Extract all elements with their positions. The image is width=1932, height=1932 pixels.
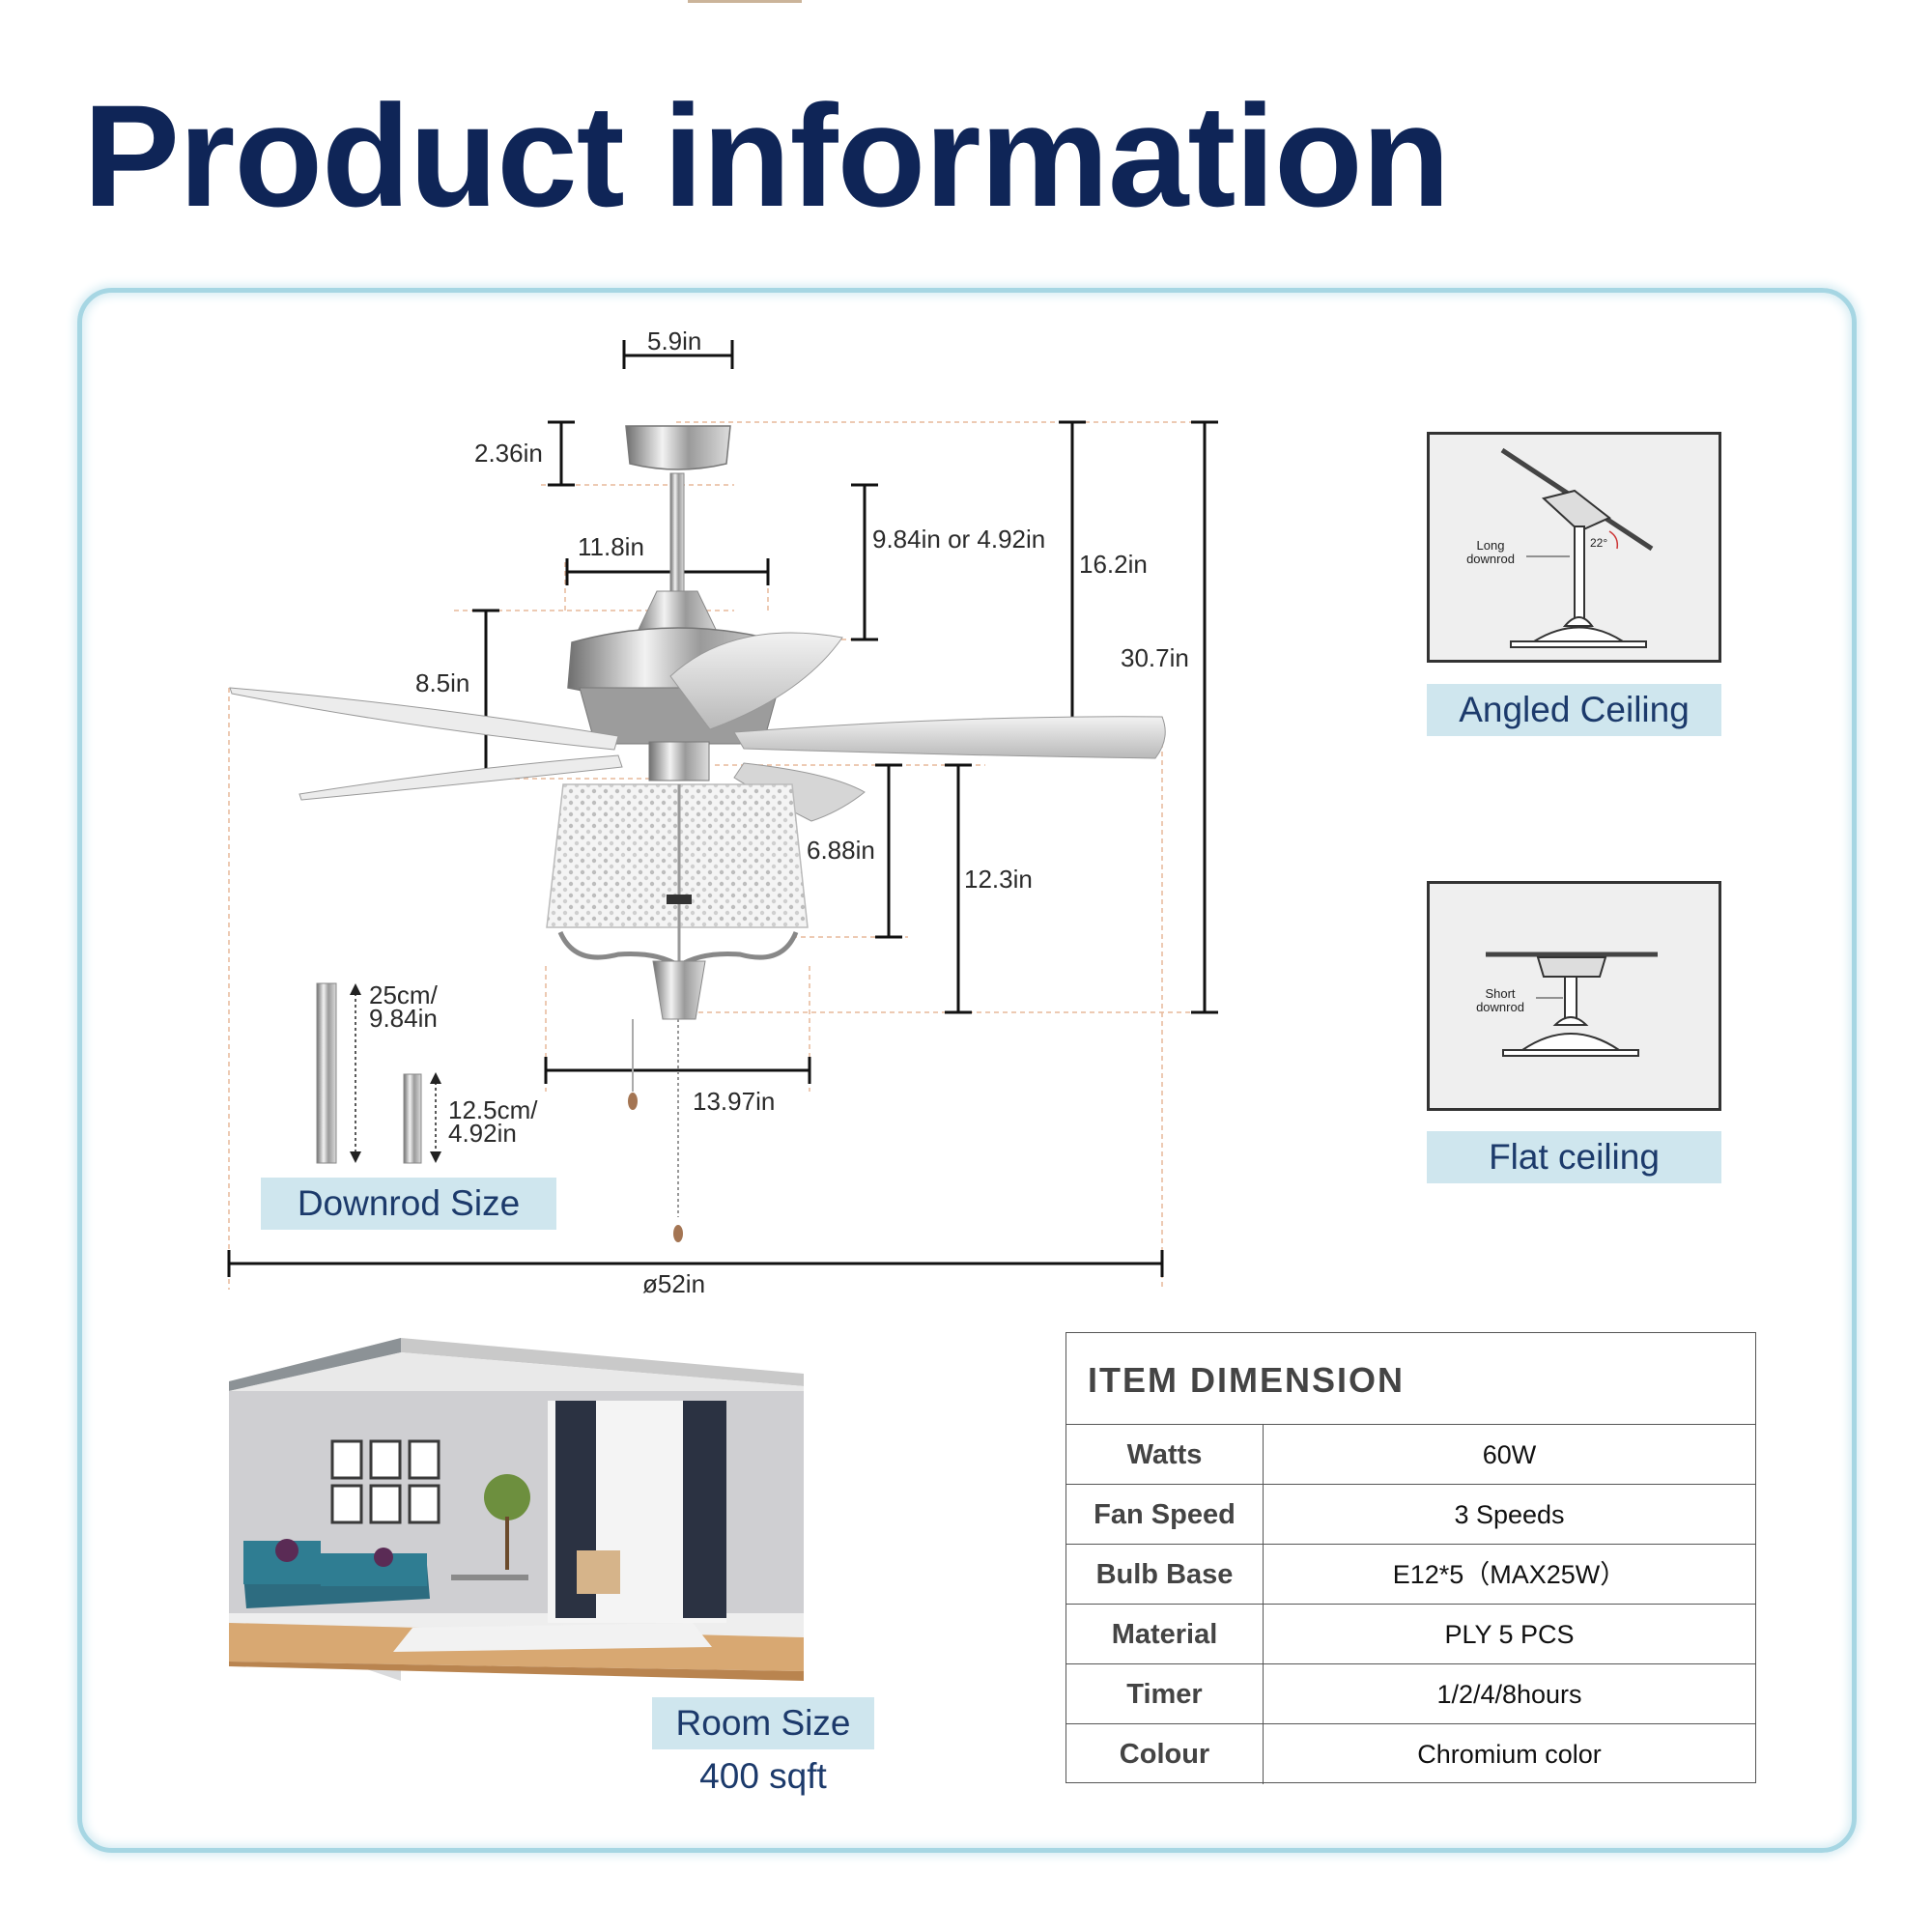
flat-ceiling-illustration: Short downrod — [1427, 881, 1721, 1111]
info-panel — [77, 288, 1857, 1853]
table-row: Material PLY 5 PCS — [1066, 1604, 1755, 1664]
angle-value: 22° — [1590, 536, 1608, 550]
dim-canopy-height: 2.36in — [474, 439, 543, 468]
downrod-long-cm: 25cm/ — [369, 980, 438, 1009]
table-row: Watts 60W — [1066, 1424, 1755, 1485]
dim-light-kit-height: 6.88in — [807, 836, 875, 865]
row-label: Timer — [1066, 1664, 1264, 1724]
downrod-long-in: 9.84in — [369, 1004, 438, 1033]
dim-ceiling-to-blade: 16.2in — [1079, 550, 1148, 579]
row-label: Watts — [1066, 1425, 1264, 1485]
downrod-short-in: 4.92in — [448, 1119, 517, 1148]
dim-blade-to-bottom: 12.3in — [964, 865, 1033, 894]
row-value: 1/2/4/8hours — [1436, 1680, 1582, 1709]
fan-illustration — [229, 425, 1166, 1242]
dim-overall-height: 30.7in — [1121, 643, 1189, 672]
table-row: Colour Chromium color — [1066, 1723, 1755, 1784]
dim-blade-span: ø52in — [642, 1269, 706, 1298]
page-title: Product information — [83, 74, 1450, 237]
row-value: E12*5（MAX25W） — [1392, 1560, 1627, 1589]
table-row: Bulb Base E12*5（MAX25W） — [1066, 1544, 1755, 1605]
row-value: PLY 5 PCS — [1444, 1620, 1575, 1649]
row-label: Material — [1066, 1605, 1264, 1664]
flat-ceiling-label: Flat ceiling — [1427, 1131, 1721, 1183]
row-value: Chromium color — [1417, 1740, 1602, 1769]
dim-canopy-width: 5.9in — [647, 327, 702, 355]
dimension-lines — [227, 340, 1218, 1277]
dim-motor-width: 11.8in — [578, 532, 644, 561]
row-value: 3 Speeds — [1454, 1500, 1565, 1529]
downrod-illustrations — [316, 982, 441, 1164]
short-downrod-note-line1: Short — [1485, 986, 1516, 1001]
dim-downrod: 9.84in or 4.92in — [872, 525, 1046, 554]
short-downrod-note-line2: downrod — [1476, 999, 1524, 1014]
dim-motor-height: 8.5in — [415, 668, 470, 697]
row-value: 60W — [1482, 1440, 1537, 1469]
table-row: Fan Speed 3 Speeds — [1066, 1484, 1755, 1545]
angled-ceiling-drawing — [1500, 447, 1654, 648]
row-label: Bulb Base — [1066, 1545, 1264, 1605]
row-label: Colour — [1066, 1724, 1264, 1784]
long-downrod-note: Long downrod — [1457, 539, 1524, 565]
top-edge-sliver — [688, 0, 802, 3]
table-row: Timer 1/2/4/8hours — [1066, 1663, 1755, 1724]
long-downrod-note-line2: downrod — [1466, 551, 1515, 566]
dim-light-kit-width: 13.97in — [693, 1087, 776, 1116]
long-downrod-note-line1: Long — [1476, 538, 1505, 553]
item-dimension-table: ITEM DIMENSION Watts 60W Fan Speed 3 Spe… — [1065, 1332, 1756, 1784]
flat-ceiling-drawing — [1486, 952, 1658, 1057]
angled-ceiling-illustration: Long downrod 22° — [1427, 432, 1721, 663]
room-size-value: 400 sqft — [699, 1756, 827, 1796]
row-label: Fan Speed — [1066, 1485, 1264, 1545]
downrod-size-label: Downrod Size — [261, 1178, 556, 1230]
table-title: ITEM DIMENSION — [1088, 1360, 1406, 1400]
downrod-short-cm: 12.5cm/ — [448, 1095, 538, 1124]
angled-ceiling-label: Angled Ceiling — [1427, 684, 1721, 736]
short-downrod-note: Short downrod — [1466, 987, 1534, 1013]
room-illustration — [229, 1338, 804, 1681]
room-size-label: Room Size — [652, 1697, 874, 1749]
